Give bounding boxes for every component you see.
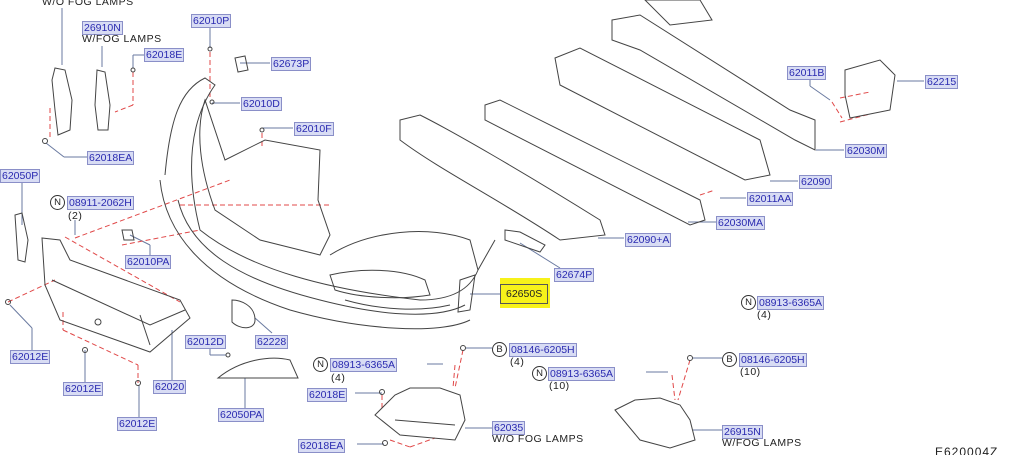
part-62090-A[interactable]: 62090+A bbox=[625, 233, 672, 247]
part-08146-6205H[interactable]: 08146-6205H bbox=[739, 353, 807, 367]
part-62018E[interactable]: 62018E bbox=[144, 48, 185, 62]
brackets bbox=[5, 46, 693, 446]
note-wo-fog-lamps: W/O FOG LAMPS bbox=[492, 433, 584, 445]
part-62018EA[interactable]: 62018EA bbox=[298, 439, 346, 453]
part-62674P[interactable]: 62674P bbox=[554, 268, 595, 282]
assembly-lines bbox=[7, 52, 871, 448]
quantity: (4) bbox=[757, 309, 772, 321]
b-symbol: B bbox=[722, 352, 737, 367]
part-62010PA[interactable]: 62010PA bbox=[125, 255, 172, 269]
grille-part bbox=[41, 237, 191, 353]
quantity: (10) bbox=[549, 380, 570, 392]
quantity: (10) bbox=[740, 366, 761, 378]
note-wo-fog-lamps: W/O FOG LAMPS bbox=[42, 0, 134, 8]
part-62012E[interactable]: 62012E bbox=[117, 417, 158, 431]
leader-lines bbox=[9, 8, 924, 445]
n-symbol: N bbox=[532, 366, 547, 381]
quantity: (4) bbox=[331, 372, 346, 384]
bumper-fascia bbox=[159, 77, 496, 330]
n-symbol: N bbox=[50, 195, 65, 210]
part-62010P[interactable]: 62010P bbox=[191, 14, 232, 28]
quantity: (2) bbox=[68, 210, 83, 222]
part-62012E[interactable]: 62012E bbox=[63, 382, 104, 396]
part-62011AA[interactable]: 62011AA bbox=[747, 192, 794, 206]
n-symbol: N bbox=[313, 357, 328, 372]
part-62011B[interactable]: 62011B bbox=[787, 66, 827, 80]
part-08913-6365A[interactable]: 08913-6365A bbox=[757, 296, 825, 310]
part-08146-6205H[interactable]: 08146-6205H bbox=[509, 343, 577, 357]
fog-lamp-brackets bbox=[374, 387, 696, 449]
part-62012D[interactable]: 62012D bbox=[185, 335, 226, 349]
part-08911-2062H[interactable]: 08911-2062H bbox=[67, 196, 134, 210]
note-w-fog-lamps: W/FOG LAMPS bbox=[722, 437, 802, 449]
part-26915N[interactable]: 26915N bbox=[722, 425, 763, 439]
part-62030M[interactable]: 62030M bbox=[845, 144, 887, 158]
part-62228[interactable]: 62228 bbox=[255, 335, 289, 349]
part-62010D[interactable]: 62010D bbox=[241, 97, 282, 111]
part-62673P[interactable]: 62673P bbox=[271, 57, 312, 71]
part-08913-6365A[interactable]: 08913-6365A bbox=[330, 358, 398, 372]
reinforcement-beam bbox=[399, 0, 896, 253]
quantity: (4) bbox=[510, 356, 525, 368]
part-62020[interactable]: 62020 bbox=[153, 380, 187, 394]
n-symbol: N bbox=[741, 295, 756, 310]
part-08913-6365A[interactable]: 08913-6365A bbox=[548, 367, 616, 381]
part-62215[interactable]: 62215 bbox=[925, 75, 959, 89]
part-62035[interactable]: 62035 bbox=[492, 421, 526, 435]
note-w-fog-lamps: W/FOG LAMPS bbox=[82, 33, 162, 45]
diagram-code: E620004Z bbox=[935, 445, 999, 455]
part-62650S-highlighted[interactable]: 62650S bbox=[500, 284, 549, 304]
part-62050P[interactable]: 62050P bbox=[0, 169, 41, 183]
part-62018EA[interactable]: 62018EA bbox=[87, 151, 135, 165]
part-62018E[interactable]: 62018E bbox=[307, 388, 348, 402]
part-62012E[interactable]: 62012E bbox=[10, 350, 51, 364]
part-62050PA[interactable]: 62050PA bbox=[218, 408, 265, 422]
b-symbol: B bbox=[492, 342, 507, 357]
part-62030MA[interactable]: 62030MA bbox=[716, 216, 765, 230]
part-62090[interactable]: 62090 bbox=[799, 175, 833, 189]
part-62010F[interactable]: 62010F bbox=[294, 122, 334, 136]
part-26910N[interactable]: 26910N bbox=[82, 21, 123, 35]
